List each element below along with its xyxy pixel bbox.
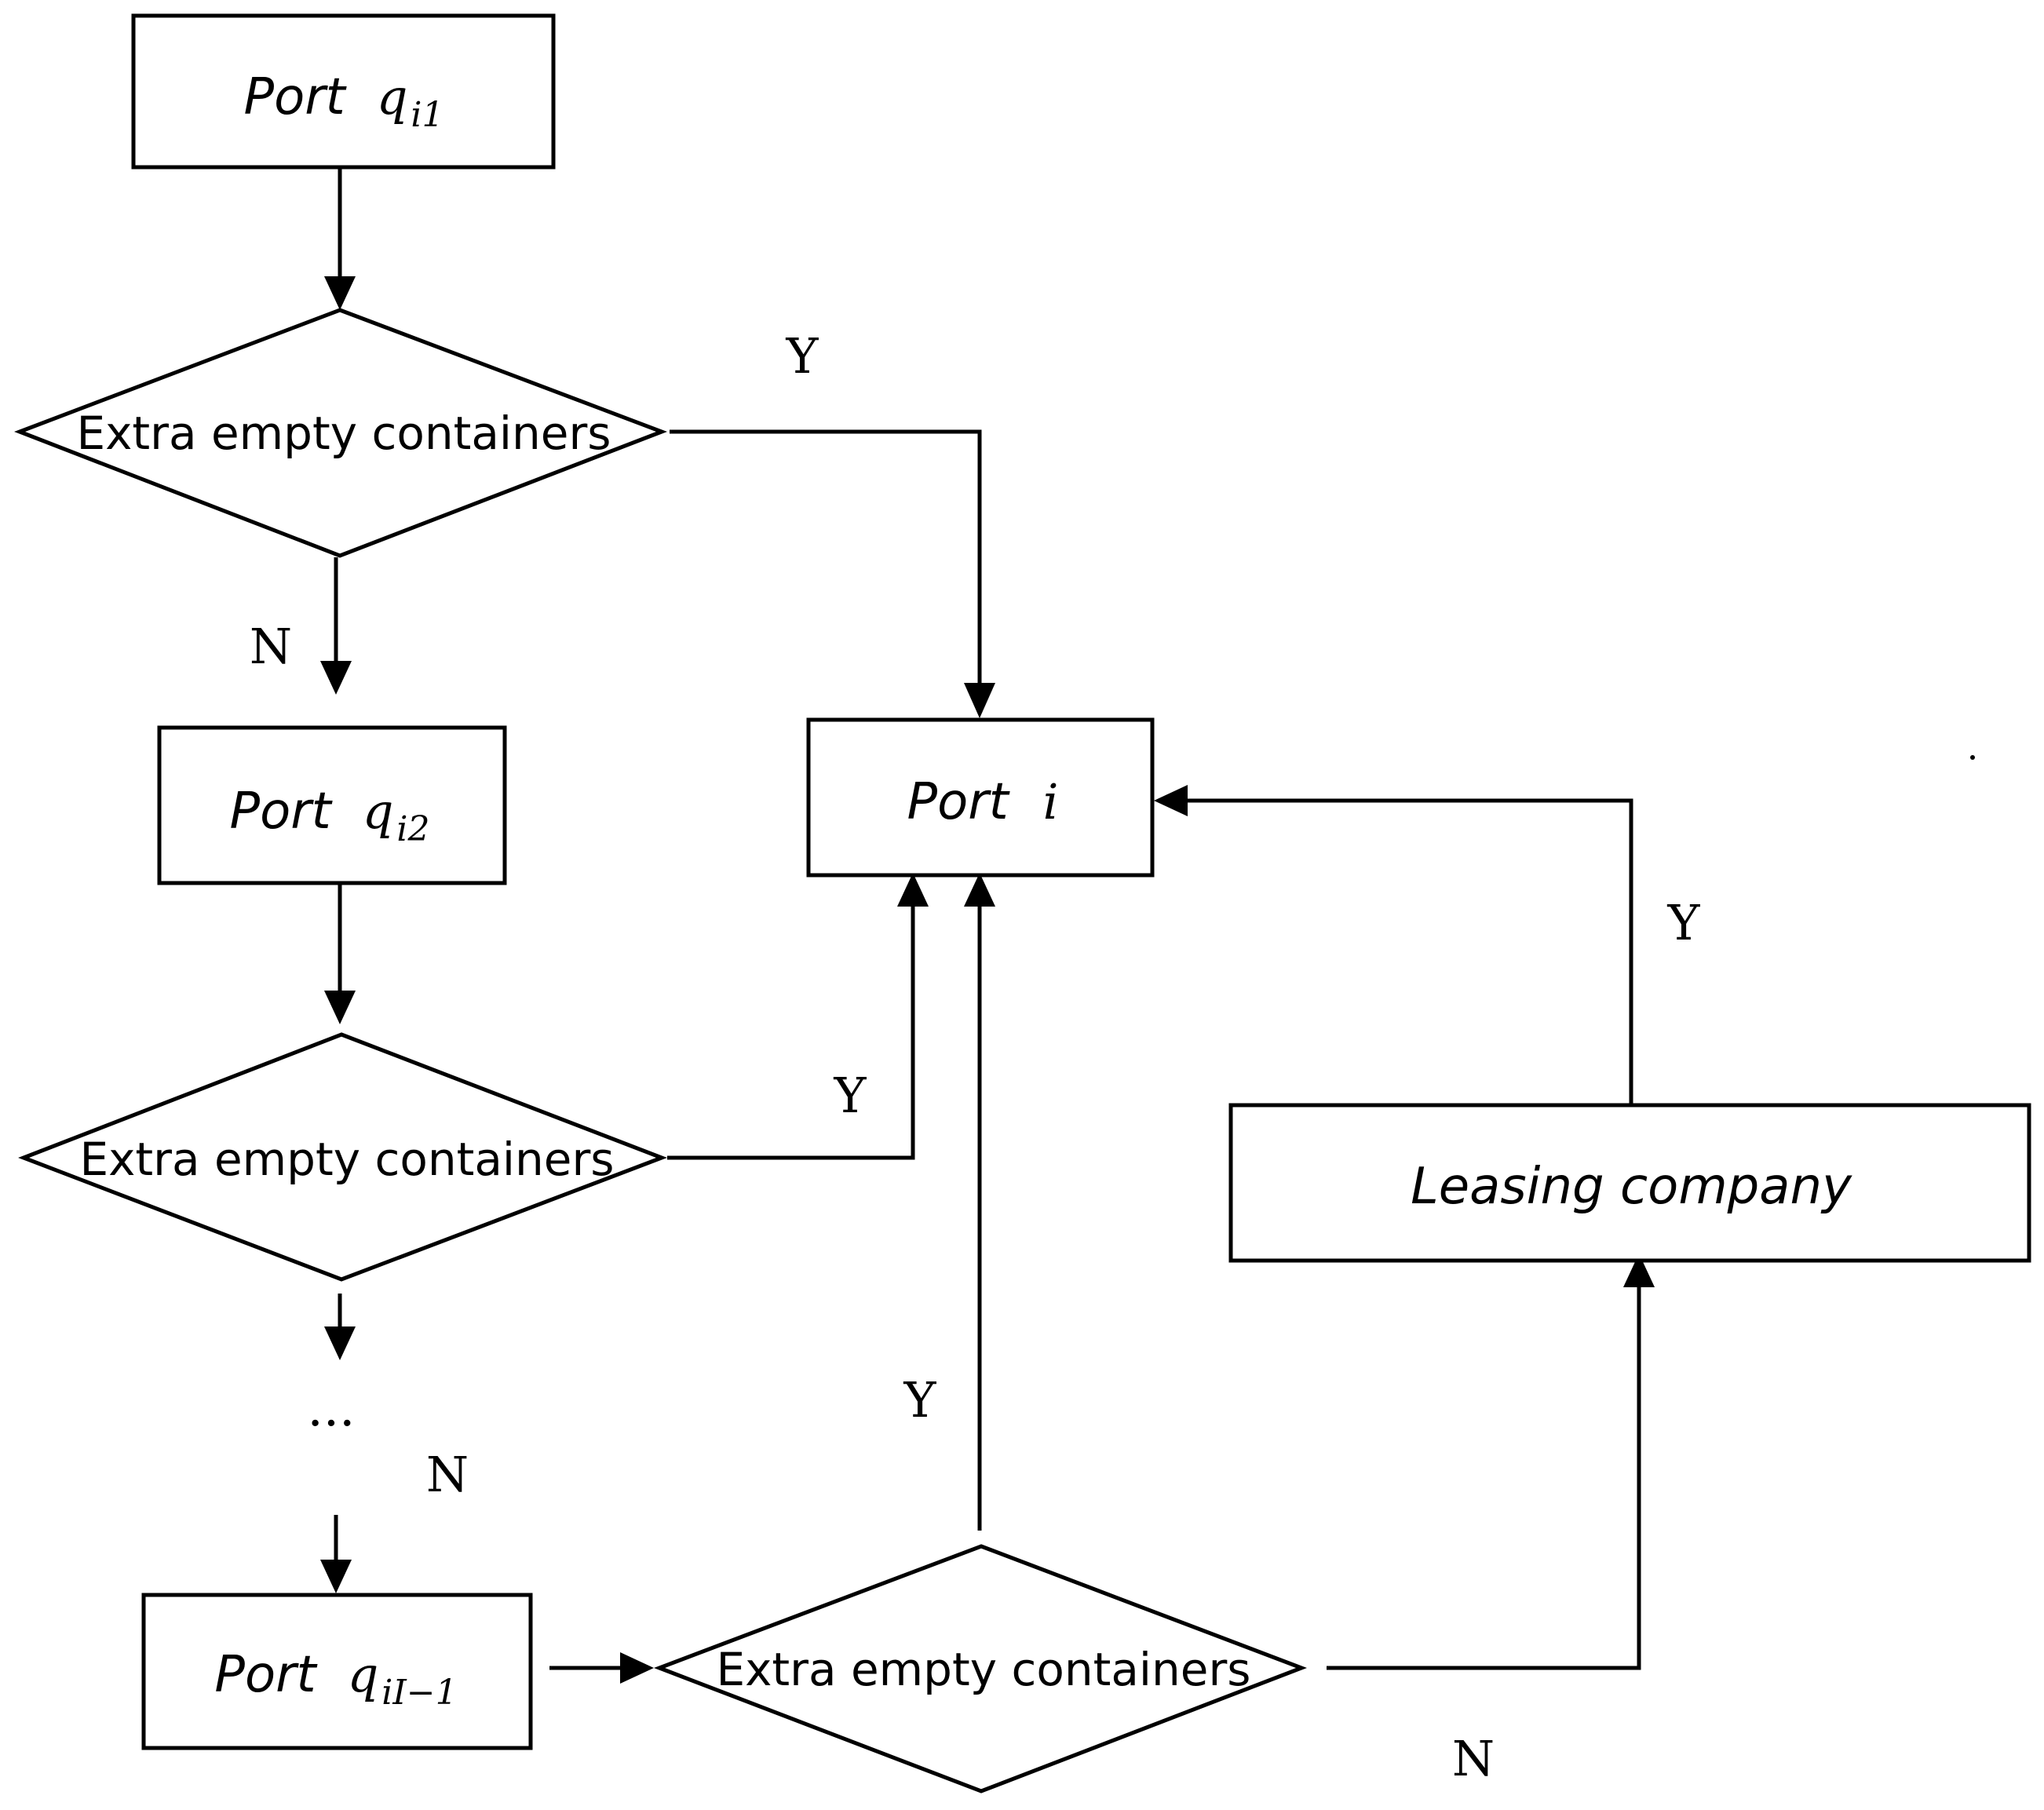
arrowhead xyxy=(897,873,929,907)
node-port-q-i1: Port q i1 xyxy=(131,13,556,170)
decision-extra-empty-containers-2: Extra empty containers xyxy=(18,1032,668,1282)
node-port-q-iI-1-label: Port q iI−1 xyxy=(214,1646,457,1713)
node-port-q-i1-label: Port q i1 xyxy=(244,68,444,135)
edge-decision3-no xyxy=(1327,1287,1641,1670)
arrowhead xyxy=(620,1652,654,1684)
arrowhead xyxy=(324,276,356,310)
edge-decision2-yes xyxy=(667,907,915,1160)
label-decision1-no: N xyxy=(250,618,292,675)
decision-extra-empty-containers-1: Extra empty containers xyxy=(14,308,668,558)
decision-1-label: Extra empty containers xyxy=(76,407,611,460)
arrowhead xyxy=(324,1326,356,1360)
node-leasing-company-label: Leasing company xyxy=(1411,1158,1852,1216)
arrowhead xyxy=(320,1560,352,1593)
label-decision1-yes: Y xyxy=(786,327,819,385)
node-port-q-iI-1: Port q iI−1 xyxy=(141,1593,533,1750)
label-decision3-yes: Y xyxy=(903,1371,937,1429)
decision-2-label: Extra empty containers xyxy=(79,1133,614,1186)
stray-dot xyxy=(1970,755,1975,760)
decision-extra-empty-containers-3: Extra empty containers xyxy=(653,1544,1308,1794)
label-leasing-yes: Y xyxy=(1667,894,1701,951)
node-port-q-i2: Port q i2 xyxy=(157,725,507,885)
arrowhead xyxy=(320,661,352,695)
edge-decision1-yes xyxy=(670,429,982,683)
node-leasing-company: Leasing company xyxy=(1228,1103,2031,1263)
arrowhead xyxy=(324,991,356,1024)
node-port-i: Port i xyxy=(806,717,1155,878)
arrowhead xyxy=(1623,1253,1655,1287)
edge-leasing-yes xyxy=(1188,798,1633,1105)
label-decision3-no: N xyxy=(1452,1730,1495,1787)
ellipsis: ··· xyxy=(307,1395,355,1453)
node-port-i-label: Port i xyxy=(907,773,1059,831)
decision-3-label: Extra empty containers xyxy=(716,1643,1250,1696)
label-decision2-yes: Y xyxy=(834,1067,867,1124)
label-decision2-no: N xyxy=(426,1446,469,1503)
arrowhead xyxy=(1154,785,1188,816)
arrowhead xyxy=(964,683,995,718)
arrowhead xyxy=(964,873,995,907)
node-port-q-i2-label: Port q i2 xyxy=(230,783,430,849)
